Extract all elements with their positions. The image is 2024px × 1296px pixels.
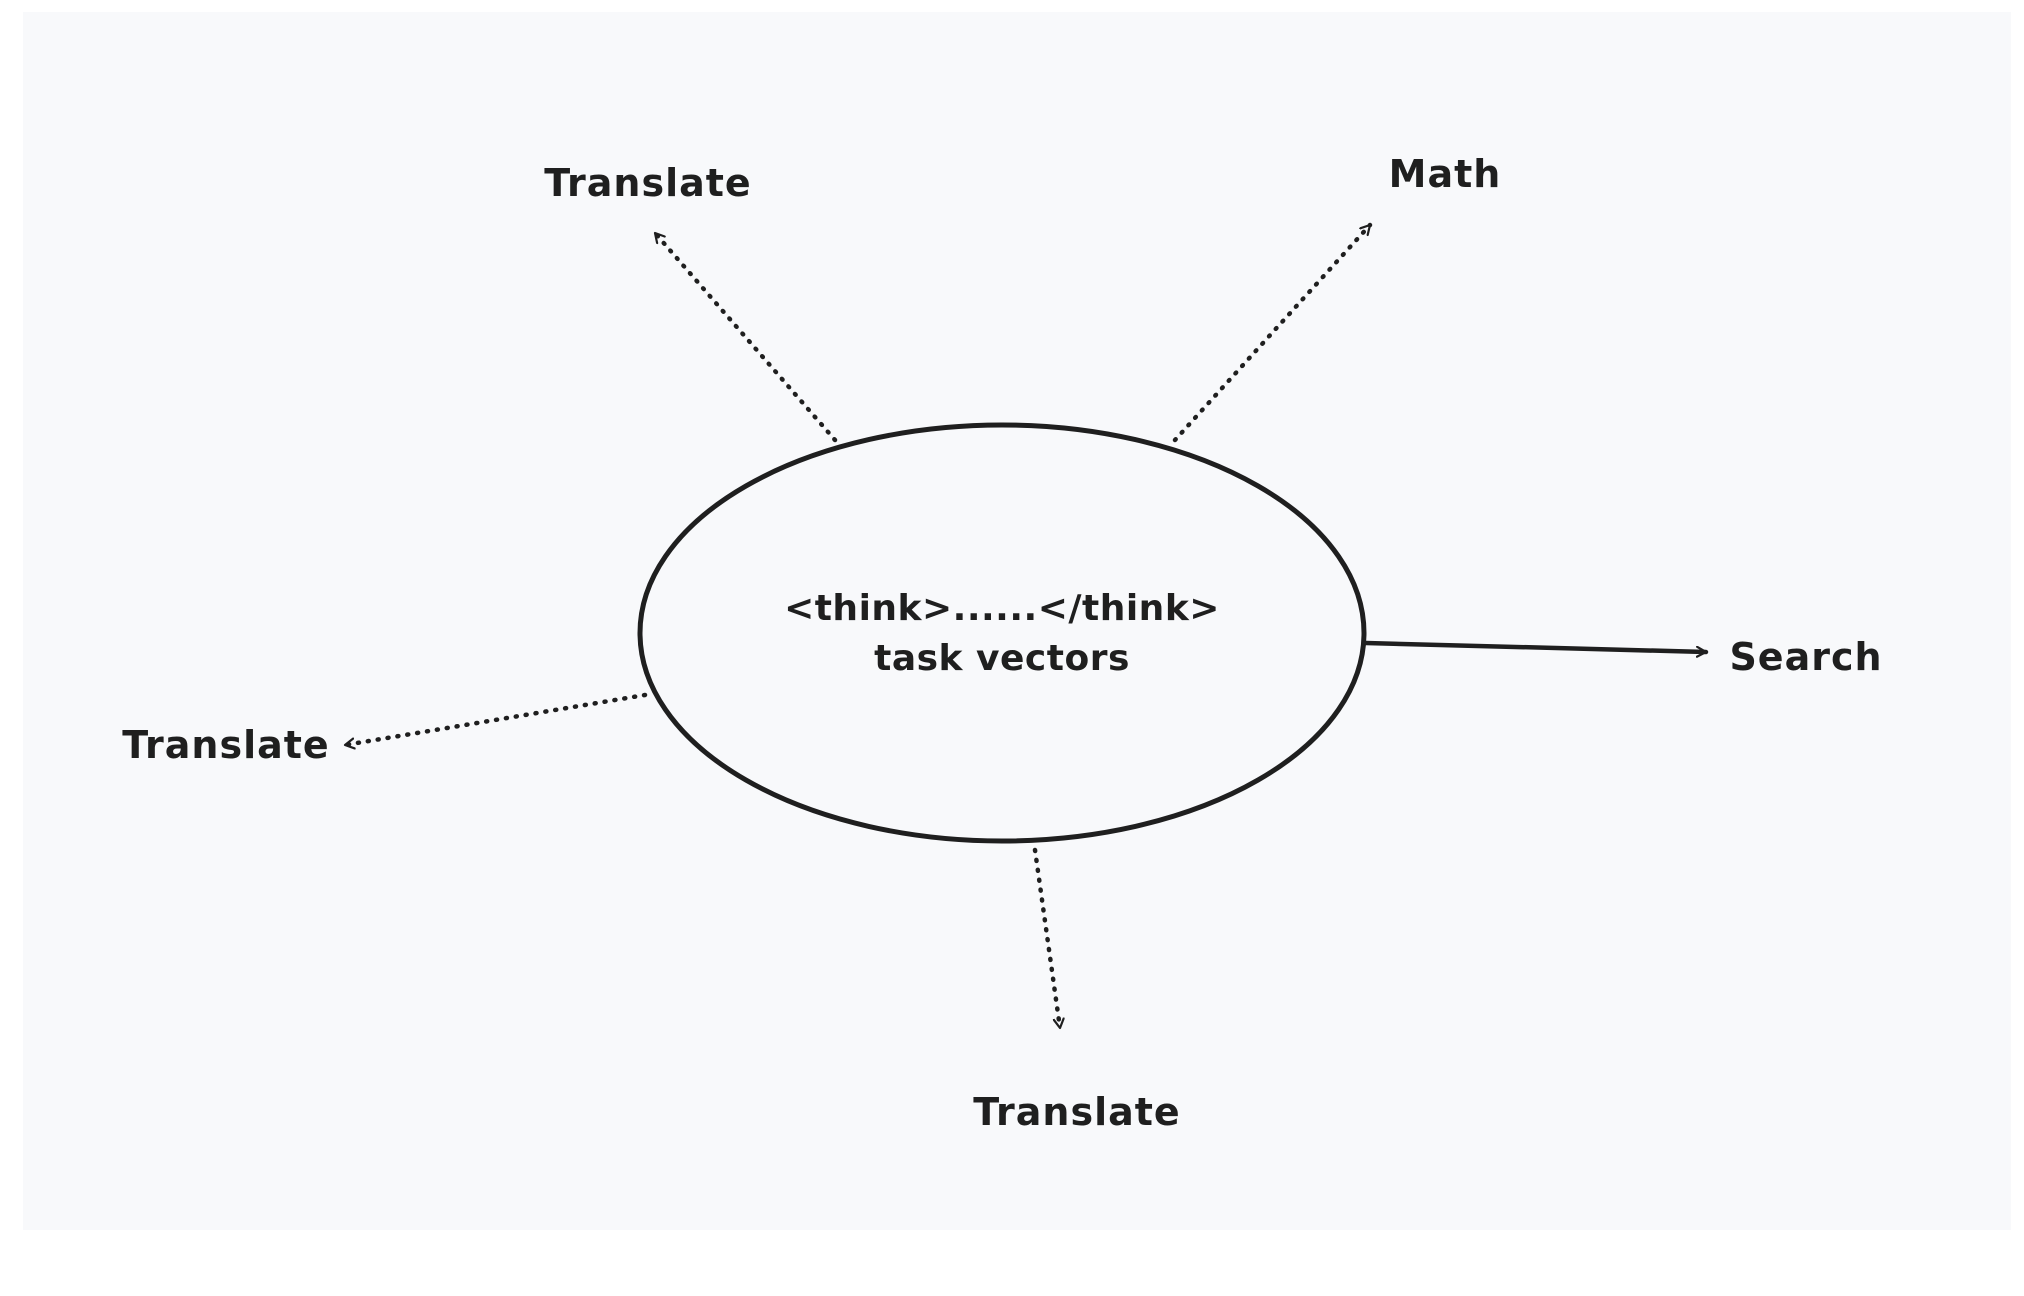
- center-line-1: <think>......</think>: [784, 588, 1220, 629]
- central-ellipse: [637, 422, 1367, 844]
- arrow-right: [1363, 640, 1709, 652]
- arrow-left: [342, 692, 648, 745]
- arrow-top-left: [652, 230, 838, 443]
- label-bottom: Translate: [973, 1090, 1180, 1134]
- label-right: Search: [1729, 635, 1882, 679]
- center-line-2: task vectors: [874, 638, 1130, 679]
- diagram-panel: [23, 12, 2011, 1230]
- arrow-top-right: [1172, 222, 1373, 443]
- label-top-left: Translate: [544, 161, 751, 205]
- label-left: Translate: [122, 723, 329, 767]
- label-top-right: Math: [1389, 152, 1502, 196]
- arrow-bottom: [1032, 847, 1060, 1031]
